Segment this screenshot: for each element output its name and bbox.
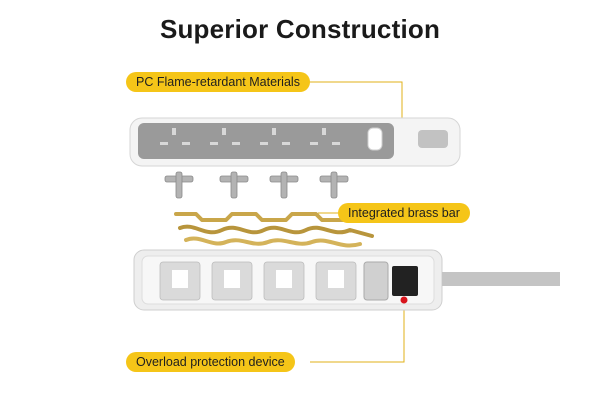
shutter-4 [319,171,349,199]
switch-window [367,127,383,151]
safety-shutters [164,171,349,199]
brass-strip-2 [178,224,374,238]
callout-flame-retardant: PC Flame-retardant Materials [126,72,310,92]
top-cover-faceplate [138,123,394,159]
leader-line-overload [310,300,405,363]
socket-slots [160,128,340,145]
top-cover [129,117,461,167]
shutter-1 [164,171,194,199]
shutter-3 [269,171,299,199]
page-title: Superior Construction [159,14,441,44]
socket-cavities [172,270,344,288]
leader-lines [296,81,405,363]
switch-mount [363,261,389,301]
power-cable [442,272,560,286]
brass-strip-1 [174,212,348,222]
brass-strip-3 [184,236,362,248]
leader-line-materials [296,81,403,132]
brass-bar [174,212,374,248]
base-housing [133,249,560,311]
cable-exit-insert [418,130,448,148]
rocker-switch [392,266,418,296]
callout-brass-bar: Integrated brass bar [338,203,470,223]
overload-reset-button [400,296,408,304]
callout-overload: Overload protection device [126,352,295,372]
shutter-2 [219,171,249,199]
